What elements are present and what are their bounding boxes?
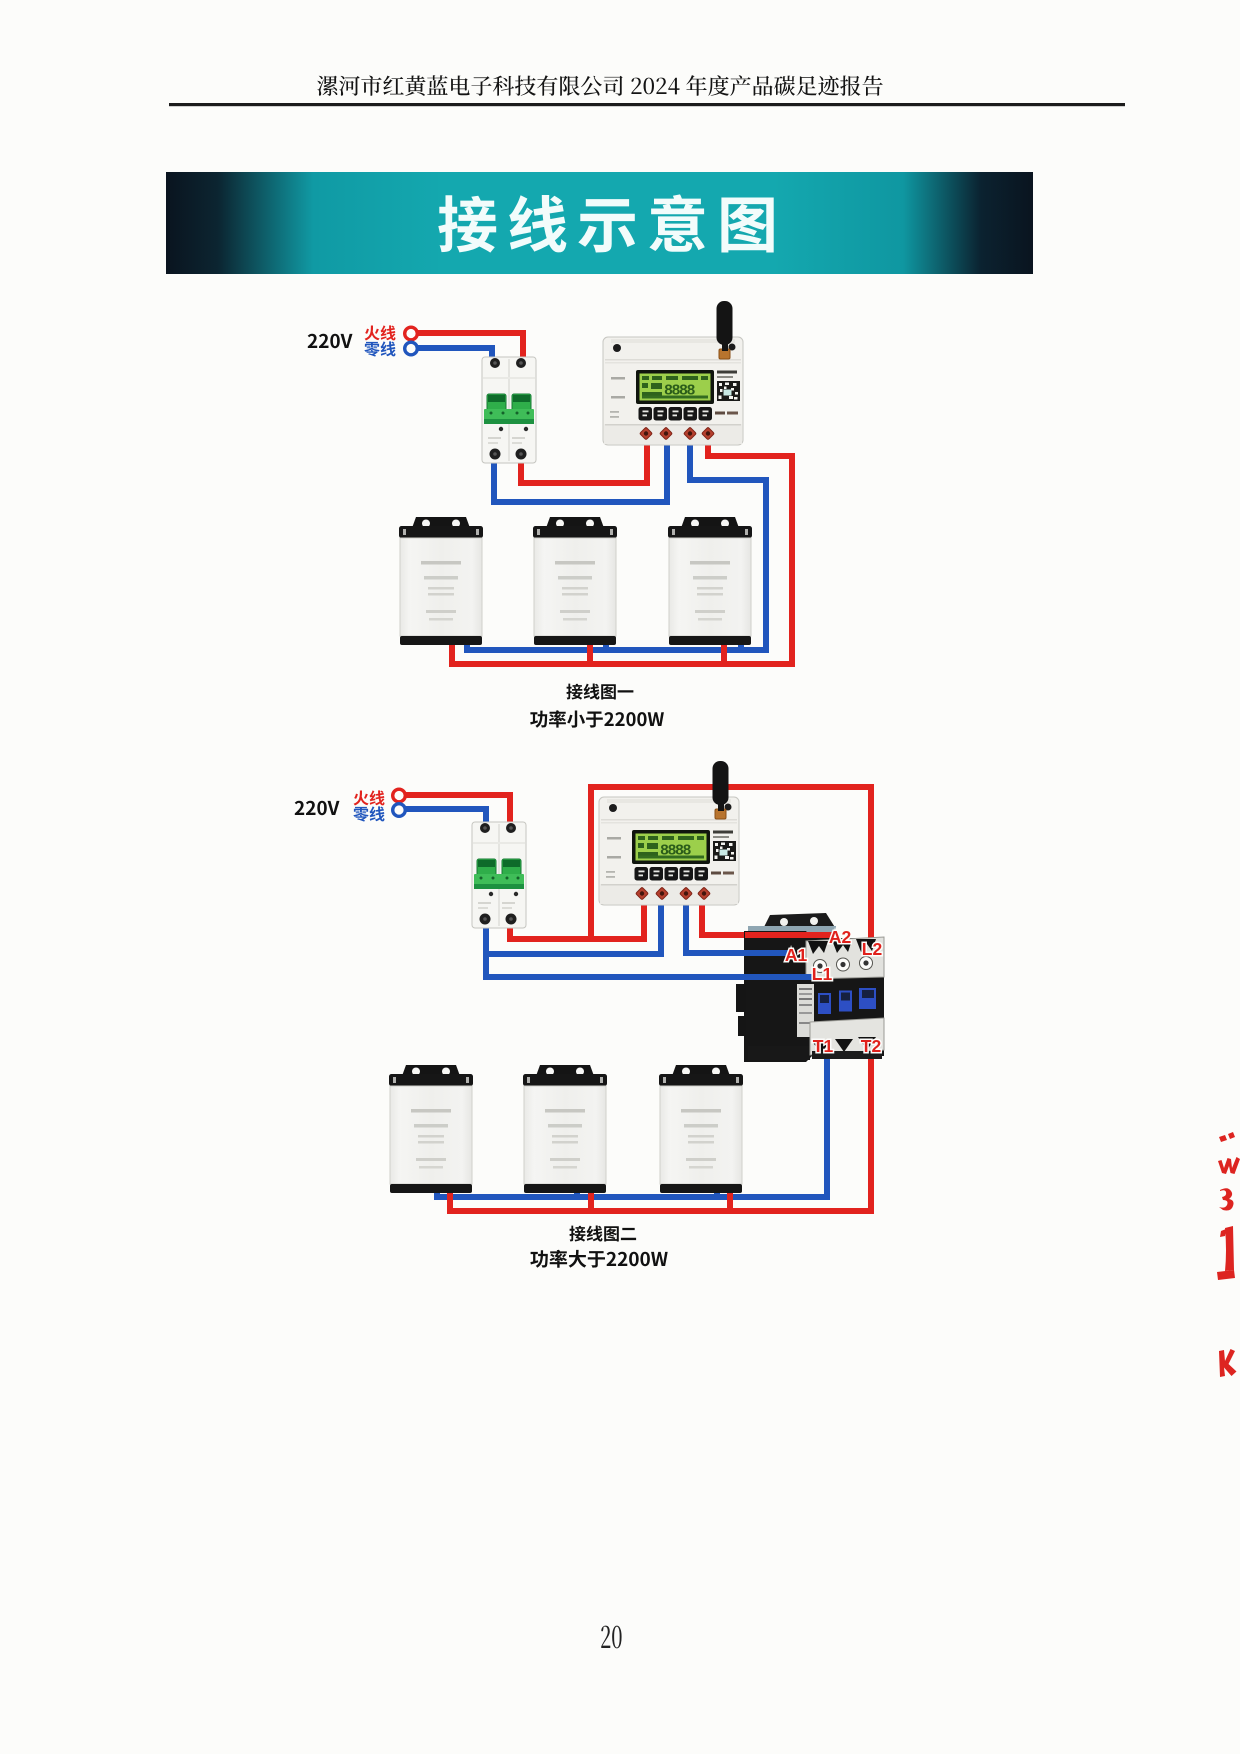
svg-text:T2: T2 <box>861 1036 882 1056</box>
svg-text:L1: L1 <box>812 964 833 984</box>
svg-text:L2: L2 <box>862 939 883 959</box>
svg-text:A2: A2 <box>829 927 852 947</box>
svg-text:T1: T1 <box>813 1036 834 1056</box>
svg-text:A1: A1 <box>785 945 808 965</box>
